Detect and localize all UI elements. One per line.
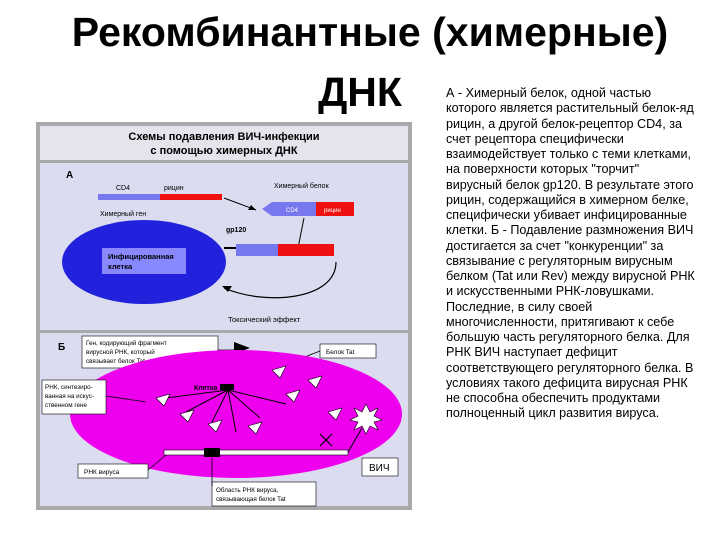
label-toxic-effect: Токсический эффект [228, 315, 301, 324]
virus-rna-label-box [77, 463, 149, 479]
block-cross-icon [319, 433, 333, 447]
tat-proteins [155, 365, 343, 435]
label-cd4-small: CD4 [286, 208, 299, 214]
virus-rna-bar [163, 449, 349, 456]
decoy-rna-strands [165, 389, 287, 433]
strand-5 [165, 389, 229, 399]
gene-note-line2: вирусной РНК, который [86, 348, 155, 356]
strand-3 [227, 389, 237, 433]
tat-5 [179, 409, 195, 423]
label-hiv: ВИЧ [369, 463, 390, 474]
protein-cd4-block [272, 202, 316, 216]
hiv-label-box [361, 457, 399, 477]
arrow-protein-down [297, 217, 305, 249]
tat-binding-region [204, 448, 220, 457]
figure-canvas: Схемы подавления ВИЧ-инфекции с помощью … [40, 126, 408, 507]
label-infected-cell-line1: Инфицированная [108, 252, 174, 261]
rna-note-box [41, 379, 107, 415]
tat-7 [247, 421, 263, 435]
tat-2 [307, 375, 323, 389]
bound-ricin-block [278, 244, 334, 256]
figure-header-box [40, 126, 408, 160]
protein-tip [262, 202, 272, 216]
gene-ricin-segment [160, 194, 222, 200]
nucleus-gene-marker [220, 384, 234, 390]
label-cd4: CD4 [116, 185, 130, 192]
tat-6 [207, 419, 223, 433]
rna-note-line2: ванная на искус- [45, 393, 94, 400]
arrow-head [248, 205, 256, 210]
protein-ricin-block [316, 202, 354, 216]
label-ricin: рицин [164, 185, 184, 192]
label-virus-rna: РНК вируса [84, 469, 120, 476]
rna-note-line1: РНК, синтезиро- [45, 384, 93, 391]
bound-cd4-block [236, 244, 278, 256]
strand-4 [227, 389, 261, 419]
rna-note-line3: ственном гене [45, 402, 87, 409]
strand-2 [211, 389, 229, 423]
region-note-line2: связывающая белок Tat [216, 495, 286, 503]
slide-title-line2: ДНК [318, 69, 402, 115]
slide-title-line1: Рекомбинантные (химерные) [71, 9, 669, 55]
panel-b-letter: Б [58, 342, 65, 353]
label-tat-protein: Белок Tat [326, 349, 355, 356]
figure-header-line1: Схемы подавления ВИЧ-инфекции [128, 131, 319, 143]
region-note-line1: Область РНК вируса, [216, 486, 279, 494]
gene-note-line1: Ген, кодирующий фрагмент [86, 339, 167, 347]
label-gp120: gp120 [226, 227, 246, 234]
gene-cd4-segment [98, 194, 160, 200]
label-cell: Клетка [194, 385, 217, 392]
rna-note-pointer [105, 395, 147, 403]
strand-1 [185, 389, 229, 413]
label-chimeric-gene: Химерный ген [100, 210, 146, 218]
infected-cell-label-box [102, 248, 186, 274]
cell-b [70, 350, 402, 478]
toxic-effect-arrow [223, 261, 337, 299]
label-infected-cell-line2: клетка [108, 262, 133, 271]
gene-note-line3: связывает белок Tat [86, 357, 145, 365]
hiv-suppression-figure: Схемы подавления ВИЧ-инфекции с помощью … [36, 122, 412, 510]
panel-a-letter: А [66, 170, 73, 181]
label-chimeric-protein: Химерный белок [274, 182, 330, 190]
virus-rna-pointer [147, 454, 167, 471]
strand-6 [227, 389, 287, 405]
hiv-virus-icon [349, 403, 383, 435]
figure-header-line2: с помощью химерных ДНК [150, 145, 297, 157]
tat-8 [155, 393, 171, 407]
region-note-box [211, 481, 317, 507]
tat-3 [285, 389, 301, 403]
slide-description: А - Химерный белок, одной частью которог… [446, 86, 695, 421]
label-ricin-small: рицин [324, 208, 341, 214]
tat-1 [271, 365, 287, 379]
tat-4 [327, 407, 343, 421]
toxic-arrow-head [222, 286, 232, 292]
hiv-path [347, 427, 363, 453]
